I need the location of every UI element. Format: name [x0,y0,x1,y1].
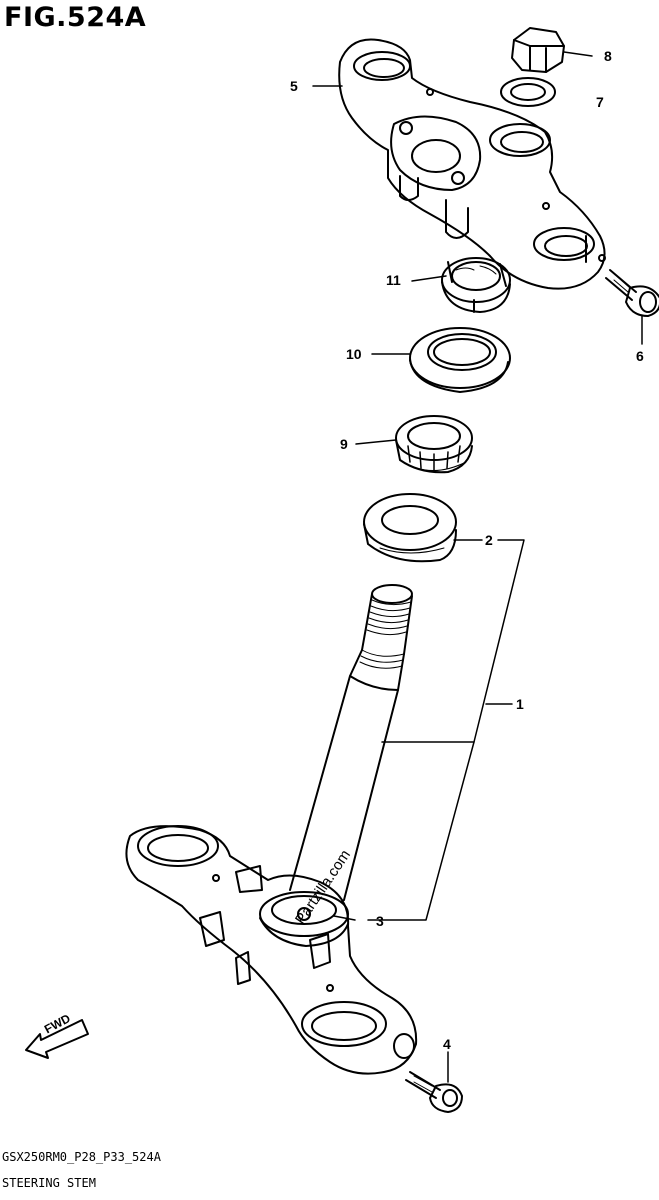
stem-nut-part[interactable] [511,27,565,73]
callout-9: 9 [340,436,348,452]
callout-6: 6 [636,348,644,364]
callout-2: 2 [485,532,493,548]
bearing-part[interactable] [395,415,473,474]
lock-nut-part[interactable] [441,257,511,313]
callout-11: 11 [386,272,401,288]
pinch-bolt-part[interactable] [605,269,659,317]
figure-caption: STEERING STEM [2,1176,96,1190]
callout-8: 8 [604,48,612,64]
leader-lines [312,51,643,1083]
dust-seal-part[interactable] [409,327,511,393]
fwd-arrow-icon [25,1019,89,1059]
steering-stem-part[interactable] [125,584,418,1075]
washer-part[interactable] [500,77,556,107]
callout-4: 4 [443,1036,451,1052]
lower-bolt-part[interactable] [405,1071,463,1113]
callout-3: 3 [376,913,384,929]
bearing-race-part[interactable] [363,493,457,563]
callout-10: 10 [346,346,362,362]
callout-7: 7 [596,94,604,110]
callout-5: 5 [290,78,298,94]
figure-code: GSX250RM0_P28_P33_524A [2,1150,161,1164]
figure-title: FIG.524A [4,2,147,33]
upper-bracket-part[interactable] [338,38,606,290]
callout-1: 1 [516,696,524,712]
